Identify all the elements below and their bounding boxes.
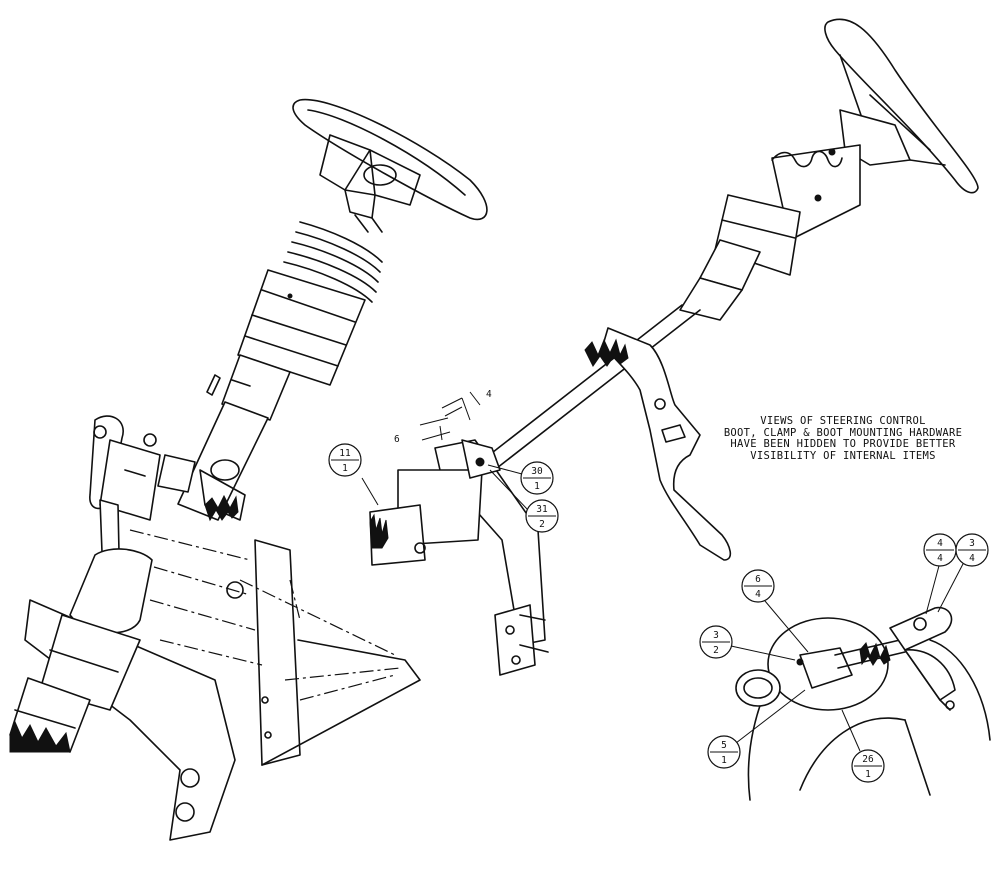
leader-lines bbox=[361, 464, 965, 752]
callout-11-1: 11 1 bbox=[328, 443, 362, 477]
dimension-6-label: 6 bbox=[394, 434, 400, 445]
note-line-2: BOOT, CLAMP & BOOT MOUNTING HARDWARE bbox=[723, 426, 963, 439]
svg-text:4: 4 bbox=[755, 589, 761, 600]
dimension-4: 4 bbox=[441, 389, 492, 421]
callout-4-4: 4 4 bbox=[923, 533, 957, 567]
diagram-note: VIEWS OF STEERING CONTROL BOOT, CLAMP & … bbox=[718, 415, 968, 462]
left-linkage-spring bbox=[157, 454, 246, 522]
callout-31-2: 31 2 bbox=[525, 499, 559, 533]
right-column-shaft bbox=[469, 239, 761, 476]
callout-30-1: 30 1 bbox=[520, 461, 554, 495]
note-line-4: VISIBILITY OF INTERNAL ITEMS bbox=[750, 449, 936, 462]
detail-view bbox=[735, 606, 991, 801]
svg-text:26: 26 bbox=[862, 754, 874, 765]
right-bracket-motor bbox=[369, 439, 549, 676]
svg-text:11: 11 bbox=[339, 448, 351, 459]
svg-text:4: 4 bbox=[937, 538, 943, 549]
left-steering-wheel bbox=[292, 98, 488, 233]
callout-6-4: 6 4 bbox=[741, 569, 775, 603]
svg-text:1: 1 bbox=[534, 481, 540, 492]
dimension-6: 6 bbox=[394, 417, 451, 445]
svg-text:5: 5 bbox=[721, 740, 727, 751]
right-brake-pedal bbox=[584, 327, 732, 561]
svg-text:1: 1 bbox=[342, 463, 348, 474]
svg-text:1: 1 bbox=[865, 769, 871, 780]
left-lower-column bbox=[9, 548, 236, 841]
svg-text:31: 31 bbox=[536, 504, 548, 515]
callout-26-1: 26 1 bbox=[851, 749, 885, 783]
note-line-3: HAVE BEEN HIDDEN TO PROVIDE BETTER bbox=[730, 438, 956, 450]
left-mount-bracket bbox=[89, 415, 161, 521]
note-line-1: VIEWS OF STEERING CONTROL bbox=[760, 415, 926, 427]
svg-text:4: 4 bbox=[937, 553, 943, 564]
dimension-4-label: 4 bbox=[486, 389, 492, 400]
svg-text:4: 4 bbox=[969, 553, 975, 564]
left-steering-assembly bbox=[9, 98, 488, 841]
svg-text:3: 3 bbox=[969, 538, 975, 549]
left-column-shaft bbox=[177, 354, 291, 521]
svg-text:6: 6 bbox=[755, 574, 761, 585]
left-column-bellows bbox=[237, 221, 383, 386]
svg-text:1: 1 bbox=[721, 755, 727, 766]
right-steering-assembly bbox=[369, 18, 979, 676]
callout-3-4: 3 4 bbox=[955, 533, 989, 567]
callout-3-2: 3 2 bbox=[699, 625, 733, 659]
svg-text:30: 30 bbox=[531, 466, 543, 477]
svg-text:2: 2 bbox=[713, 645, 719, 656]
svg-text:2: 2 bbox=[539, 519, 545, 530]
callout-5-1: 5 1 bbox=[707, 735, 741, 769]
svg-text:3: 3 bbox=[713, 630, 719, 641]
